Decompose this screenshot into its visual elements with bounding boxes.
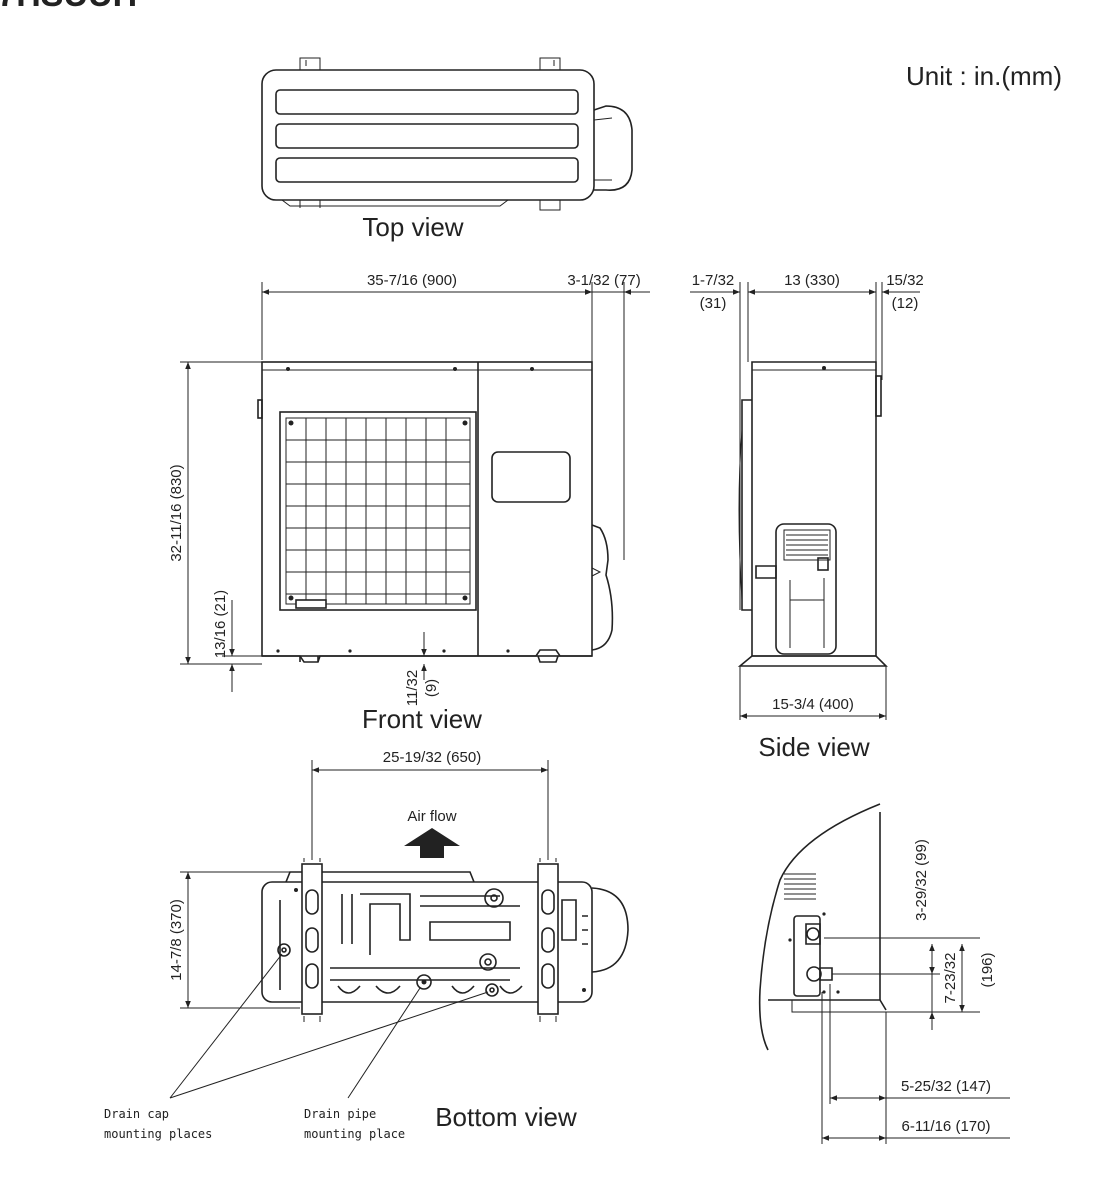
top-view-body	[261, 69, 595, 201]
drain-cap-label-2: mounting places	[104, 1127, 212, 1141]
top-view-label: Top view	[362, 212, 463, 242]
bottom-view: 25-19/32 (650) Air flow 14-7/8 (370)	[104, 749, 629, 1141]
dim-front-height: 32-11/16 (830)	[168, 464, 185, 561]
detail-view: 3-29/32 (99) 7-23/32 (196) 5-25/32 (147)…	[758, 803, 1010, 1144]
side-valve-panel	[775, 523, 837, 655]
drain-pipe-hole	[416, 974, 432, 990]
bracket-right	[537, 858, 559, 1022]
front-body	[261, 361, 593, 657]
bracket-left	[301, 858, 323, 1022]
front-grille	[279, 411, 477, 611]
dim-detail-upper: 3-29/32 (99)	[913, 839, 930, 921]
dim-front-extension: 3-1/32 (77)	[567, 272, 640, 289]
drain-cap-label-1: Drain cap	[104, 1107, 169, 1121]
dim-front-bottom-mm: (9)	[423, 679, 440, 697]
dim-detail-lower-mm: (196)	[979, 952, 996, 987]
dim-side-left-in: 1-7/32	[692, 272, 735, 289]
dim-detail-h1: 5-25/32 (147)	[901, 1078, 991, 1095]
dim-side-right-mm: (12)	[892, 295, 919, 312]
side-view: 1-7/32 (31) 13 (330) 15/32 (12) 15-3/4 (…	[690, 272, 924, 762]
drain-pipe-label-2: mounting place	[304, 1127, 405, 1141]
side-view-label: Side view	[758, 732, 869, 762]
air-flow-label: Air flow	[407, 808, 456, 825]
front-access-panel	[491, 451, 571, 503]
dim-side-left-mm: (31)	[700, 295, 727, 312]
dim-side-depth: 13 (330)	[784, 272, 840, 289]
dim-bottom-span: 25-19/32 (650)	[383, 749, 481, 766]
dim-detail-lower-in: 7-23/32	[942, 953, 959, 1004]
header-model-fragment: -7HSUUH	[0, 0, 137, 14]
dim-front-foot: 13/16 (21)	[212, 590, 229, 658]
detail-body	[758, 803, 881, 1051]
top-view: Top view	[261, 57, 633, 242]
bottom-body	[261, 881, 593, 1003]
dim-front-bottom-in: 11/32	[404, 670, 421, 706]
dim-front-width: 35-7/16 (900)	[367, 272, 457, 289]
bottom-view-label: Bottom view	[435, 1102, 577, 1132]
dim-side-base: 15-3/4 (400)	[772, 696, 854, 713]
unit-note: Unit : in.(mm)	[906, 61, 1062, 91]
dim-bottom-depth: 14-7/8 (370)	[168, 899, 185, 981]
dim-detail-h2: 6-11/16 (170)	[902, 1118, 991, 1135]
dim-side-right-in: 15/32	[886, 272, 924, 289]
air-flow-arrow-icon	[404, 828, 460, 858]
side-body	[751, 361, 877, 657]
front-view: 35-7/16 (900) 3-1/32 (77)	[168, 272, 650, 734]
drain-pipe-label-1: Drain pipe	[304, 1107, 376, 1121]
front-view-label: Front view	[362, 704, 482, 734]
